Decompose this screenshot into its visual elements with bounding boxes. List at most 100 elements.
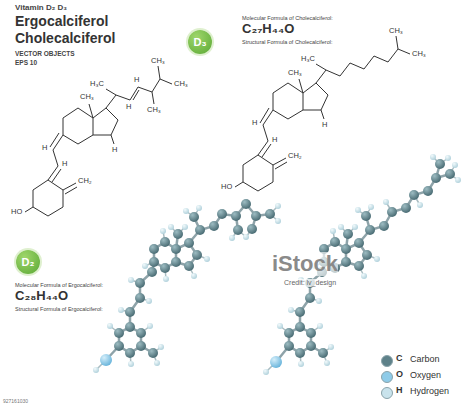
- atom-ball: [361, 273, 367, 279]
- atom-ball: [295, 348, 305, 358]
- atom-ball: [341, 244, 351, 254]
- legend-swatch: [381, 387, 393, 399]
- atom-ball: [445, 169, 455, 179]
- atom-label: H: [272, 136, 277, 144]
- atom-ball: [401, 203, 411, 213]
- atom-ball: [284, 341, 294, 351]
- atom-ball: [430, 154, 436, 160]
- atom-ball: [265, 209, 275, 219]
- atom-ball: [196, 205, 202, 211]
- legend-letter: H: [396, 386, 403, 396]
- atom-ball: [146, 298, 152, 304]
- heading: Ergocalciferol: [15, 14, 108, 29]
- atom-ball: [231, 211, 241, 221]
- atom-ball: [135, 293, 145, 303]
- atom-ball: [125, 322, 135, 332]
- atom-ball: [241, 199, 251, 209]
- bond-line: [25, 66, 172, 216]
- vitamin-badge: D₂: [16, 250, 40, 274]
- atom-ball: [209, 221, 219, 231]
- atom-ball: [217, 209, 227, 219]
- atom-ball: [107, 323, 113, 329]
- atom-ball: [182, 224, 188, 230]
- atom-ball: [275, 203, 281, 209]
- atom-ball: [184, 261, 194, 271]
- atom-ball: [305, 293, 315, 303]
- badge-text: D₂: [22, 257, 35, 268]
- atom-ball: [330, 228, 336, 234]
- atom-ball: [128, 277, 134, 283]
- atom-ball: [243, 234, 249, 240]
- atom-ball: [341, 257, 351, 267]
- atom-ball: [355, 207, 361, 213]
- note: EPS 10: [15, 59, 37, 66]
- watermark: iStock: [272, 252, 338, 276]
- atom-ball: [330, 237, 340, 247]
- legend-letter: O: [396, 370, 403, 380]
- stock-number: 927161030: [3, 399, 28, 405]
- atom-ball: [135, 278, 145, 288]
- atom-ball: [154, 360, 160, 366]
- bond-line: [235, 36, 410, 191]
- atom-ball: [431, 173, 441, 183]
- bond-line: [96, 157, 458, 372]
- atom-ball: [192, 250, 202, 260]
- atom-ball: [306, 341, 316, 351]
- atom-ball: [142, 263, 148, 269]
- ball-and-stick-model: [93, 154, 461, 375]
- formula-caption: Structural Formula of Cholecalciferol:: [242, 39, 332, 45]
- atom-ball: [352, 224, 358, 230]
- legend-swatch: [381, 371, 393, 383]
- atom-ball: [125, 348, 135, 358]
- formula-caption: Molecular Formula of Ergocalciferol:: [15, 282, 103, 288]
- atom-ball: [379, 221, 389, 231]
- atom-ball: [173, 229, 183, 239]
- atom-ball: [128, 361, 134, 367]
- atom-ball: [160, 237, 170, 247]
- atom-label: H: [112, 146, 117, 154]
- title: Vitamin D₂ D₃: [15, 4, 67, 13]
- atom-ball: [114, 341, 124, 351]
- atom-ball: [324, 360, 330, 366]
- atom-ball: [251, 211, 261, 221]
- atom-ball: [171, 257, 181, 267]
- atom-ball: [204, 256, 210, 262]
- atom-ball: [455, 177, 461, 183]
- atom-ball: [306, 328, 316, 338]
- atom-ball: [368, 204, 374, 210]
- atom-label: H: [252, 119, 257, 127]
- formula-caption: Structural Formula of Ergocalciferol:: [15, 306, 103, 312]
- atom-label: H₃C: [90, 80, 104, 88]
- atom-label: H: [62, 160, 67, 168]
- atom-ball: [362, 250, 372, 260]
- atom-ball: [284, 328, 294, 338]
- atom-ball: [374, 256, 380, 262]
- atom-ball: [158, 344, 164, 350]
- atom-label: HO: [221, 183, 232, 191]
- atom-ball: [317, 323, 323, 329]
- atom-ball: [318, 348, 328, 358]
- atom-ball: [247, 224, 257, 234]
- legend-text: Hydrogen: [410, 387, 449, 397]
- atom-ball: [160, 263, 170, 273]
- atom-ball: [148, 348, 158, 358]
- atom-ball: [136, 341, 146, 351]
- atom-ball: [191, 273, 197, 279]
- atom-label: H₃C: [301, 55, 315, 63]
- bond-line: [106, 164, 450, 362]
- molecular-formula: C₂₈H₄₄O: [15, 289, 68, 303]
- atom-label: H: [42, 144, 47, 152]
- atom-ball: [354, 238, 364, 248]
- atom-label: CH₂: [78, 177, 92, 185]
- atom-label: CH₃: [412, 50, 426, 58]
- atom-ball: [354, 261, 364, 271]
- atom-ball: [147, 323, 153, 329]
- atom-ball: [195, 225, 205, 235]
- atom-ball: [163, 276, 169, 282]
- atom-ball: [149, 257, 159, 267]
- atom-ball: [160, 228, 166, 234]
- atom-ball: [365, 225, 375, 235]
- atom-label: CH₃: [174, 80, 188, 88]
- atom-label: H: [322, 121, 327, 129]
